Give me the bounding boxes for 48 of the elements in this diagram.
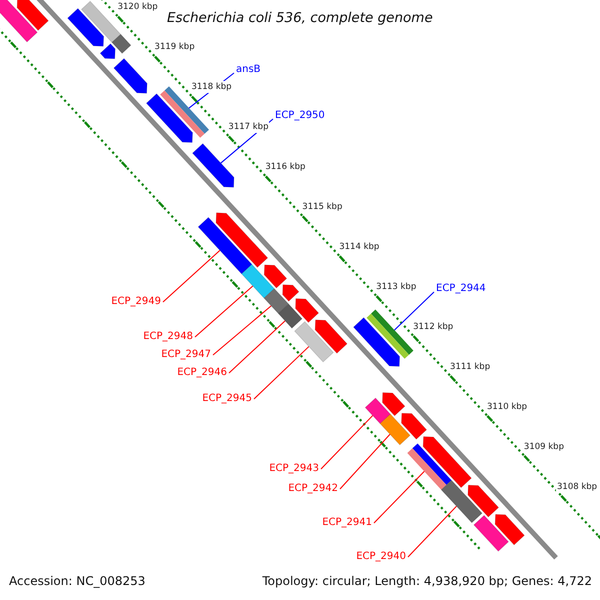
gene-label: ECP_2942 [288,483,338,495]
gene-block [264,288,290,314]
leader-line [194,286,254,338]
gene-block [294,321,334,362]
gene-label: ECP_2940 [356,551,406,563]
gene-label: ECP_2947 [161,349,211,361]
scale-tick-label: 3108 kbp [556,480,598,493]
leader-line [212,305,272,356]
scale-tick-label: 3113 kbp [375,280,418,293]
scale-tick-label: 3112 kbp [412,320,454,333]
gene-block [192,143,234,188]
gene-label: ECP_2945 [202,393,252,405]
gene-block [366,310,414,359]
scale-tick-label: 3119 kbp [154,41,196,54]
scale-tick-label: 3115 kbp [301,201,344,214]
gene-label: ECP_2949 [111,296,161,308]
diagram-title: Escherichia coli 536, complete genome [167,10,433,26]
leader-line [228,320,286,374]
gene-block [407,444,452,490]
gene-label: ECP_2946 [177,367,227,379]
scale-tick-label: 3114 kbp [338,240,380,253]
gene-label: ansB [236,64,261,76]
genome-summary-note: Topology: circular; Length: 4,938,920 bp; Genes: 4,722 [262,575,592,587]
gene-block [380,414,411,446]
scale-tick-label: 3116 kbp [264,161,306,174]
gene-label: ECP_2950 [275,110,325,122]
gene-block [198,216,252,274]
scale-tick-label: 3117 kbp [227,121,270,134]
scale-tick-label: 3120 kbp [116,1,159,14]
leader-line [320,415,374,470]
scale-tick-label: 3118 kbp [190,81,233,94]
scale-tick-label: 3109 kbp [522,440,565,453]
leader-line [374,470,425,524]
gene-block [278,304,303,329]
accession-note: Accession: NC_008253 [9,575,146,587]
gene-block [241,264,275,299]
scale-tick-label: 3111 kbp [449,360,492,373]
leader-line [340,434,390,490]
gene-label: ECP_2944 [436,283,486,295]
gene-block [440,480,483,524]
scale-tick-label: 3110 kbp [486,400,528,413]
gene-label: ECP_2941 [322,517,372,529]
gene-label: ECP_2943 [269,463,319,475]
leader-line [254,346,310,400]
gene-label: ECP_2948 [143,331,193,343]
leader-line [162,250,220,302]
gene-block [364,398,391,424]
leader-line [408,506,458,558]
